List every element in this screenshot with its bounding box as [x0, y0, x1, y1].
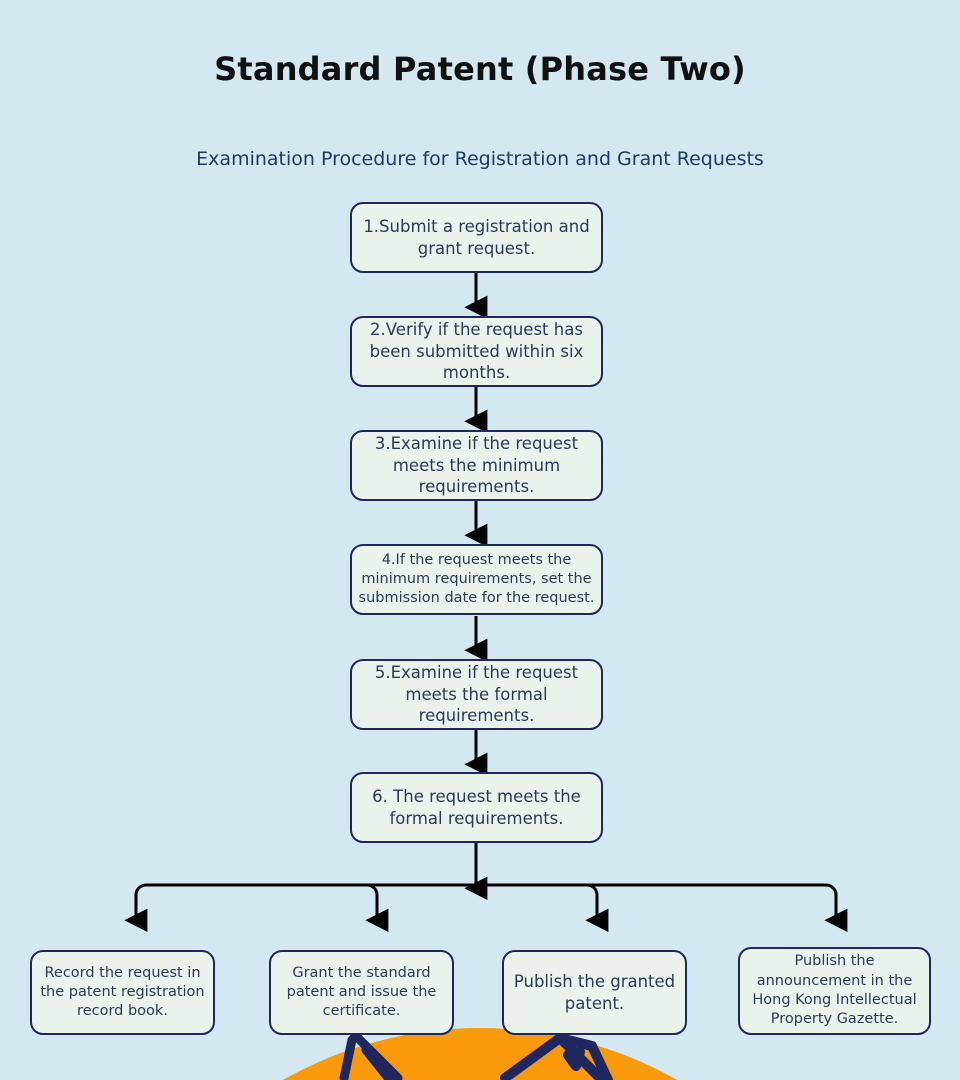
flow-node-step-4[interactable]: 4.If the request meets the minimum requi…	[350, 544, 603, 615]
flow-node-label: 2.Verify if the request has been submitt…	[369, 319, 584, 383]
branch-drop-2	[365, 883, 389, 933]
flow-node-label: Record the request in the patent registr…	[40, 964, 205, 1020]
flow-node-outcome-4[interactable]: Publish the announcement in the Hong Kon…	[738, 947, 931, 1035]
flow-node-step-6[interactable]: 6. The request meets the formal requirem…	[350, 772, 603, 843]
page-title: Standard Patent (Phase Two)	[214, 50, 746, 88]
orange-circle-decoration	[80, 1028, 880, 1080]
branch-drop-4	[824, 883, 848, 933]
flow-node-label: Publish the announcement in the Hong Kon…	[752, 953, 917, 1028]
flow-node-outcome-1[interactable]: Record the request in the patent registr…	[30, 950, 215, 1035]
flow-node-outcome-3[interactable]: Publish the granted patent.	[502, 950, 687, 1035]
flow-node-label: Publish the granted patent.	[513, 971, 676, 1013]
flow-node-label: 6. The request meets the formal requirem…	[372, 786, 581, 828]
flow-node-label: 4.If the request meets the minimum requi…	[358, 551, 595, 607]
branch-drop-1	[124, 883, 148, 933]
flow-node-step-3[interactable]: 3.Examine if the request meets the minim…	[350, 430, 603, 501]
flow-node-label: Grant the standard patent and issue the …	[286, 964, 437, 1020]
flow-node-step-2[interactable]: 2.Verify if the request has been submitt…	[350, 316, 603, 387]
branch-drop-3	[585, 883, 609, 933]
flow-node-step-1[interactable]: 1.Submit a registration and grant reques…	[350, 202, 603, 273]
flow-node-label: 5.Examine if the request meets the forma…	[374, 662, 579, 726]
flow-node-outcome-2[interactable]: Grant the standard patent and issue the …	[269, 950, 454, 1035]
flow-node-step-5[interactable]: 5.Examine if the request meets the forma…	[350, 659, 603, 730]
flow-node-label: 3.Examine if the request meets the minim…	[374, 433, 579, 497]
flow-node-label: 1.Submit a registration and grant reques…	[363, 216, 590, 258]
page-subtitle: Examination Procedure for Registration a…	[196, 148, 764, 170]
